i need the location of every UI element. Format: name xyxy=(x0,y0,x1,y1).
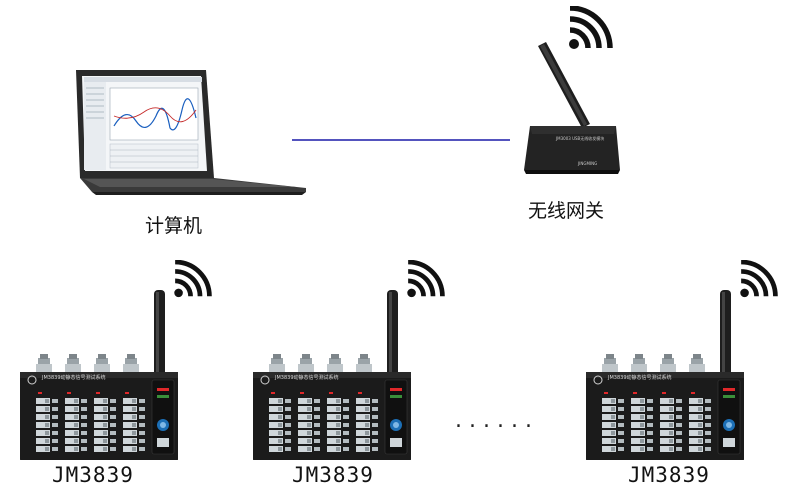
data-acquisition-device: JM3839动静态信号测试系统 xyxy=(580,260,780,460)
wireless-gateway: JM3003 USB无线收发模块 JINGMING xyxy=(508,38,628,178)
ellipsis: ...... xyxy=(455,408,539,433)
device-panel-title: JM3839动静态信号测试系统 xyxy=(42,375,106,381)
gateway-label: 无线网关 xyxy=(528,200,605,222)
wifi-signal-icon xyxy=(174,260,212,298)
device-panel-title: JM3839动静态信号测试系统 xyxy=(275,375,339,381)
device-label: JM3839 xyxy=(628,463,710,487)
laptop xyxy=(70,66,310,196)
wifi-signal-icon xyxy=(740,260,778,298)
gateway-device-text: JM3003 USB无线收发模块 xyxy=(556,136,605,141)
gateway-brand-text: JINGMING xyxy=(578,161,598,166)
wifi-signal-icon xyxy=(407,260,445,298)
data-acquisition-device: JM3839动静态信号测试系统 xyxy=(14,260,214,460)
device-panel-title: JM3839动静态信号测试系统 xyxy=(608,375,672,381)
data-acquisition-device: JM3839动静态信号测试系统 xyxy=(247,260,447,460)
device-label: JM3839 xyxy=(52,463,134,487)
computer-label: 计算机 xyxy=(145,215,203,237)
wifi-signal-icon xyxy=(569,6,613,49)
device-label: JM3839 xyxy=(292,463,374,487)
